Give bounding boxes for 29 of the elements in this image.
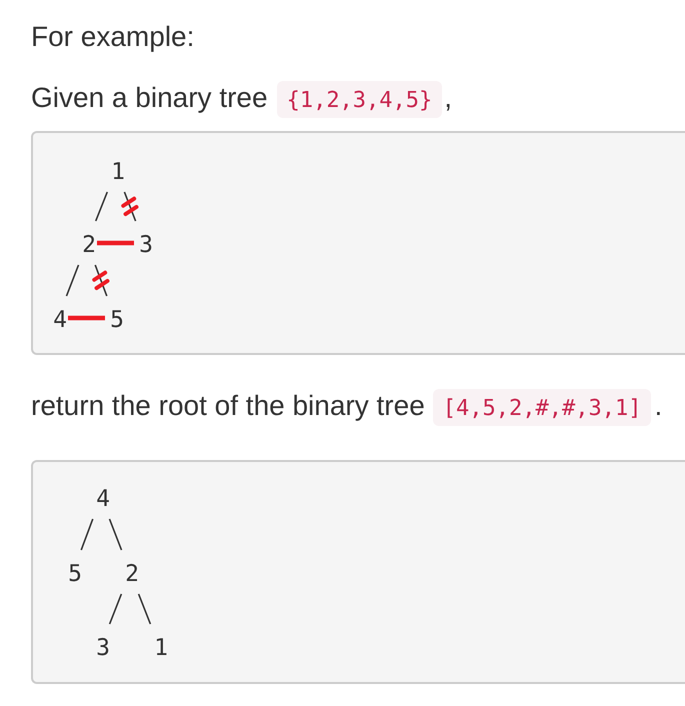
tree-node-value: 4 (50, 298, 70, 342)
sentence-text: return the root of the binary tree (31, 390, 425, 421)
branch-line (94, 264, 108, 296)
link-line (97, 240, 134, 246)
inline-code: {1,2,3,4,5} (276, 81, 442, 118)
tree-node-value: 3 (93, 626, 113, 670)
branch-line (80, 518, 94, 550)
branch-line (108, 594, 122, 624)
tree-node-value: 2 (122, 552, 142, 596)
punctuation-mark: , (444, 82, 452, 113)
inline-code: [4,5,2,#,#,3,1] (432, 389, 652, 426)
link-line (68, 316, 105, 320)
branch-line (95, 192, 108, 222)
tree-node-value: 3 (136, 223, 156, 267)
branch-line (138, 594, 152, 624)
code-block (31, 460, 685, 684)
branch-line (108, 518, 122, 550)
branch-line (124, 192, 136, 222)
tree-node-value: 2 (79, 223, 99, 267)
code-block (31, 131, 685, 355)
sentence-text: Given a binary tree (31, 82, 268, 113)
intro-text: For example: (31, 21, 194, 52)
punctuation-mark: . (654, 390, 662, 421)
tree-node-value: 1 (108, 150, 128, 194)
tree-node-value: 4 (93, 477, 113, 521)
tree-node-value: 5 (65, 552, 85, 596)
tree-node-value: 1 (151, 626, 171, 670)
branch-line (66, 264, 80, 296)
tree-node-value: 5 (107, 298, 127, 342)
